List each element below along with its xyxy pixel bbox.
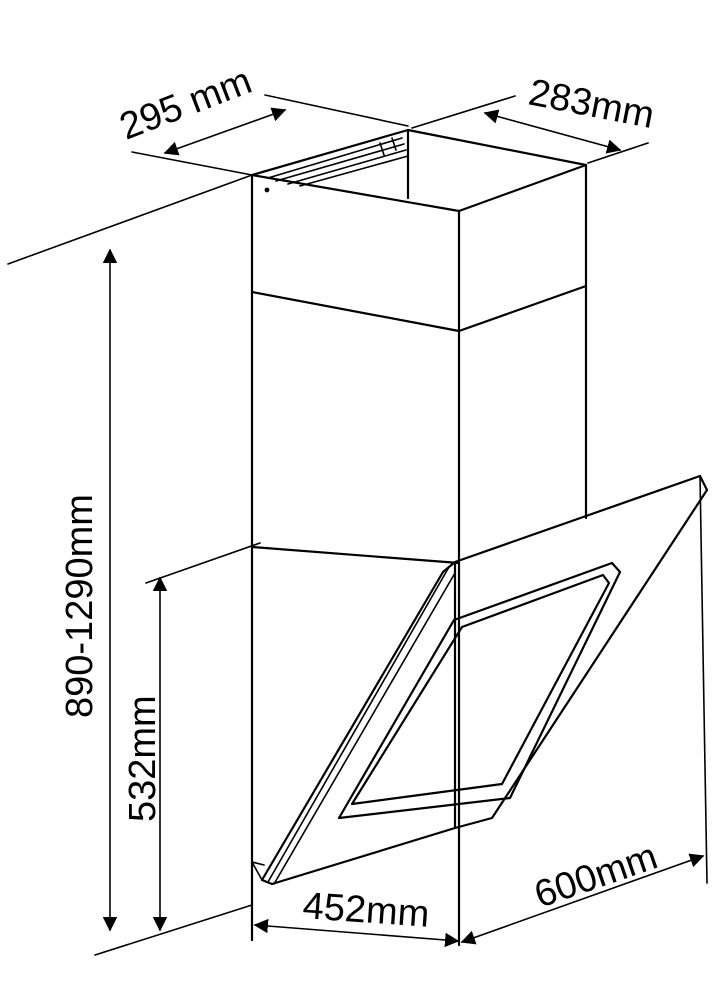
window-frame-outer [337,561,622,820]
glass-side-inner-line-2 [273,572,456,885]
dimension-arrow [460,853,705,945]
height-hood-label: 532mm [122,695,164,822]
depth-top-label: 295 mm [114,60,257,148]
extension-line [94,904,253,956]
window-frame-inner [350,573,611,806]
dimension-width-top: 283mm [411,72,658,164]
hood-top-edge [250,545,461,565]
extension-line [264,94,409,127]
depth-base-label: 452mm [301,885,430,936]
extension-line [131,151,253,176]
extension-line [7,174,253,265]
extension-line [699,475,708,884]
dimension-arrow [163,107,287,156]
extension-line [587,142,649,164]
glass-side-inner-line [267,566,450,883]
extension-line [145,542,261,584]
dimension-height-hood: 532mm [122,542,261,932]
glass-outer-front [453,474,709,830]
height-total-label: 890-1290mm [59,494,101,718]
chimney-top-face [250,128,588,213]
dimension-arrow [483,109,622,154]
mounting-bracket [267,137,409,187]
extension-line [411,95,516,129]
width-base-label: 600mm [529,836,662,917]
glass-bottom-corner [251,861,265,881]
chimney-joint [250,284,588,333]
dimension-depth-top: 295 mm [114,60,409,176]
chimney [250,128,588,947]
dimension-height-total: 890-1290mm [7,174,253,956]
dimension-arrow [253,918,460,948]
bracket-ribs [379,137,397,156]
screw-dot [264,187,270,193]
dimension-depth-base: 452mm [253,885,460,948]
width-top-label: 283mm [525,72,657,137]
glass-panel [251,474,709,886]
